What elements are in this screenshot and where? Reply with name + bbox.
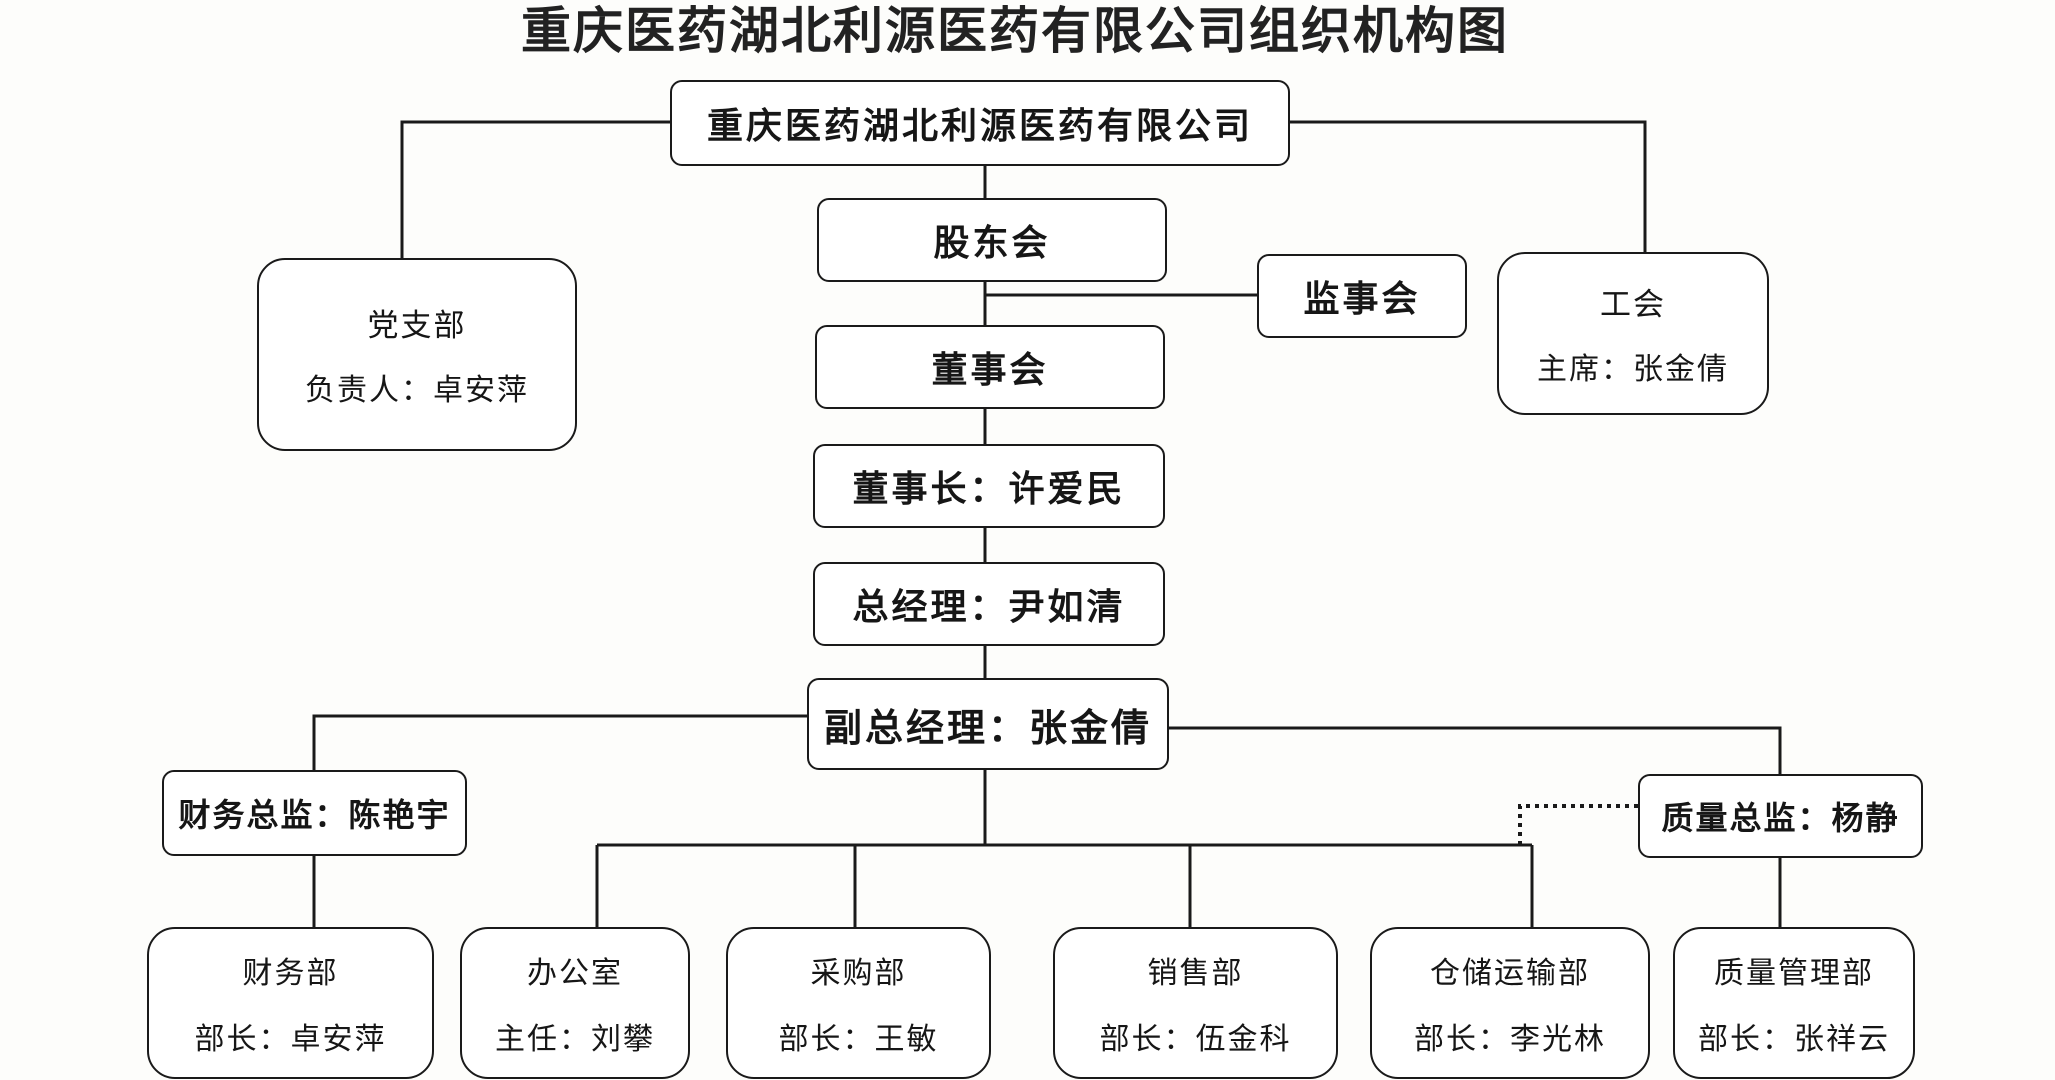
node-quality-dept-name: 质量管理部 bbox=[1714, 956, 1874, 991]
node-cfo: 财务总监：陈艳宇 bbox=[162, 770, 467, 856]
node-board-name: 董事会 bbox=[931, 350, 1049, 391]
connector-quality-director-to-logistics-dotted bbox=[1518, 804, 1638, 845]
node-logistics-dept-name: 仓储运输部 bbox=[1430, 956, 1590, 991]
node-board: 董事会 bbox=[815, 325, 1165, 409]
node-shareholders-name: 股东会 bbox=[933, 223, 1051, 264]
node-logistics-dept-head: 部长：李光林 bbox=[1414, 1022, 1606, 1057]
node-party-branch-head: 负责人：卓安萍 bbox=[305, 373, 529, 408]
node-purchase-dept: 采购部 部长：王敏 bbox=[726, 927, 991, 1079]
node-quality-dept-head: 部长：张祥云 bbox=[1698, 1022, 1890, 1057]
node-finance-dept-name: 财务部 bbox=[242, 956, 339, 991]
node-sales-dept: 销售部 部长：伍金科 bbox=[1053, 927, 1338, 1079]
node-deputy-gm-label: 副总经理：张金倩 bbox=[823, 705, 1152, 750]
node-supervisors: 监事会 bbox=[1257, 254, 1467, 338]
node-party-branch-name: 党支部 bbox=[367, 308, 467, 344]
chart-title: 重庆医药湖北利源医药有限公司组织机构图 bbox=[521, 1, 1509, 60]
node-union-name: 工会 bbox=[1600, 287, 1666, 323]
node-sales-dept-head: 部长：伍金科 bbox=[1099, 1022, 1292, 1057]
connector-deputy-gm-to-cfo bbox=[312, 714, 807, 770]
node-quality-dept: 质量管理部 部长：张祥云 bbox=[1673, 927, 1915, 1079]
node-chairman-label: 董事长：许爱民 bbox=[852, 469, 1126, 510]
node-finance-dept: 财务部 部长：卓安萍 bbox=[147, 927, 434, 1079]
node-purchase-dept-name: 采购部 bbox=[810, 956, 907, 991]
node-purchase-dept-head: 部长：王敏 bbox=[778, 1022, 939, 1057]
node-logistics-dept: 仓储运输部 部长：李光林 bbox=[1370, 927, 1650, 1079]
node-sales-dept-name: 销售部 bbox=[1147, 956, 1244, 991]
node-union: 工会 主席：张金倩 bbox=[1497, 252, 1769, 415]
node-general-manager: 总经理：尹如清 bbox=[813, 562, 1165, 646]
node-cfo-label: 财务总监：陈艳宇 bbox=[178, 796, 451, 834]
node-union-head: 主席：张金倩 bbox=[1537, 352, 1729, 387]
node-company: 重庆医药湖北利源医药有限公司 bbox=[670, 80, 1290, 166]
connector-company-to-party-branch bbox=[400, 120, 670, 258]
node-general-manager-label: 总经理：尹如清 bbox=[852, 587, 1126, 628]
node-quality-director: 质量总监：杨静 bbox=[1638, 774, 1923, 858]
node-office-name: 办公室 bbox=[527, 956, 623, 991]
node-shareholders: 股东会 bbox=[817, 198, 1167, 282]
node-quality-director-label: 质量总监：杨静 bbox=[1661, 799, 1900, 837]
connector-deputy-gm-to-quality-director bbox=[1169, 726, 1782, 774]
node-office: 办公室 主任：刘攀 bbox=[460, 927, 690, 1079]
node-chairman: 董事长：许爱民 bbox=[813, 444, 1165, 528]
node-finance-dept-head: 部长：卓安萍 bbox=[194, 1022, 387, 1057]
node-company-name: 重庆医药湖北利源医药有限公司 bbox=[706, 106, 1253, 147]
connector-company-to-union bbox=[1290, 120, 1647, 252]
node-supervisors-name: 监事会 bbox=[1303, 279, 1421, 320]
node-office-head: 主任：刘攀 bbox=[495, 1022, 655, 1057]
node-party-branch: 党支部 负责人：卓安萍 bbox=[257, 258, 577, 451]
node-deputy-gm: 副总经理：张金倩 bbox=[807, 678, 1169, 770]
